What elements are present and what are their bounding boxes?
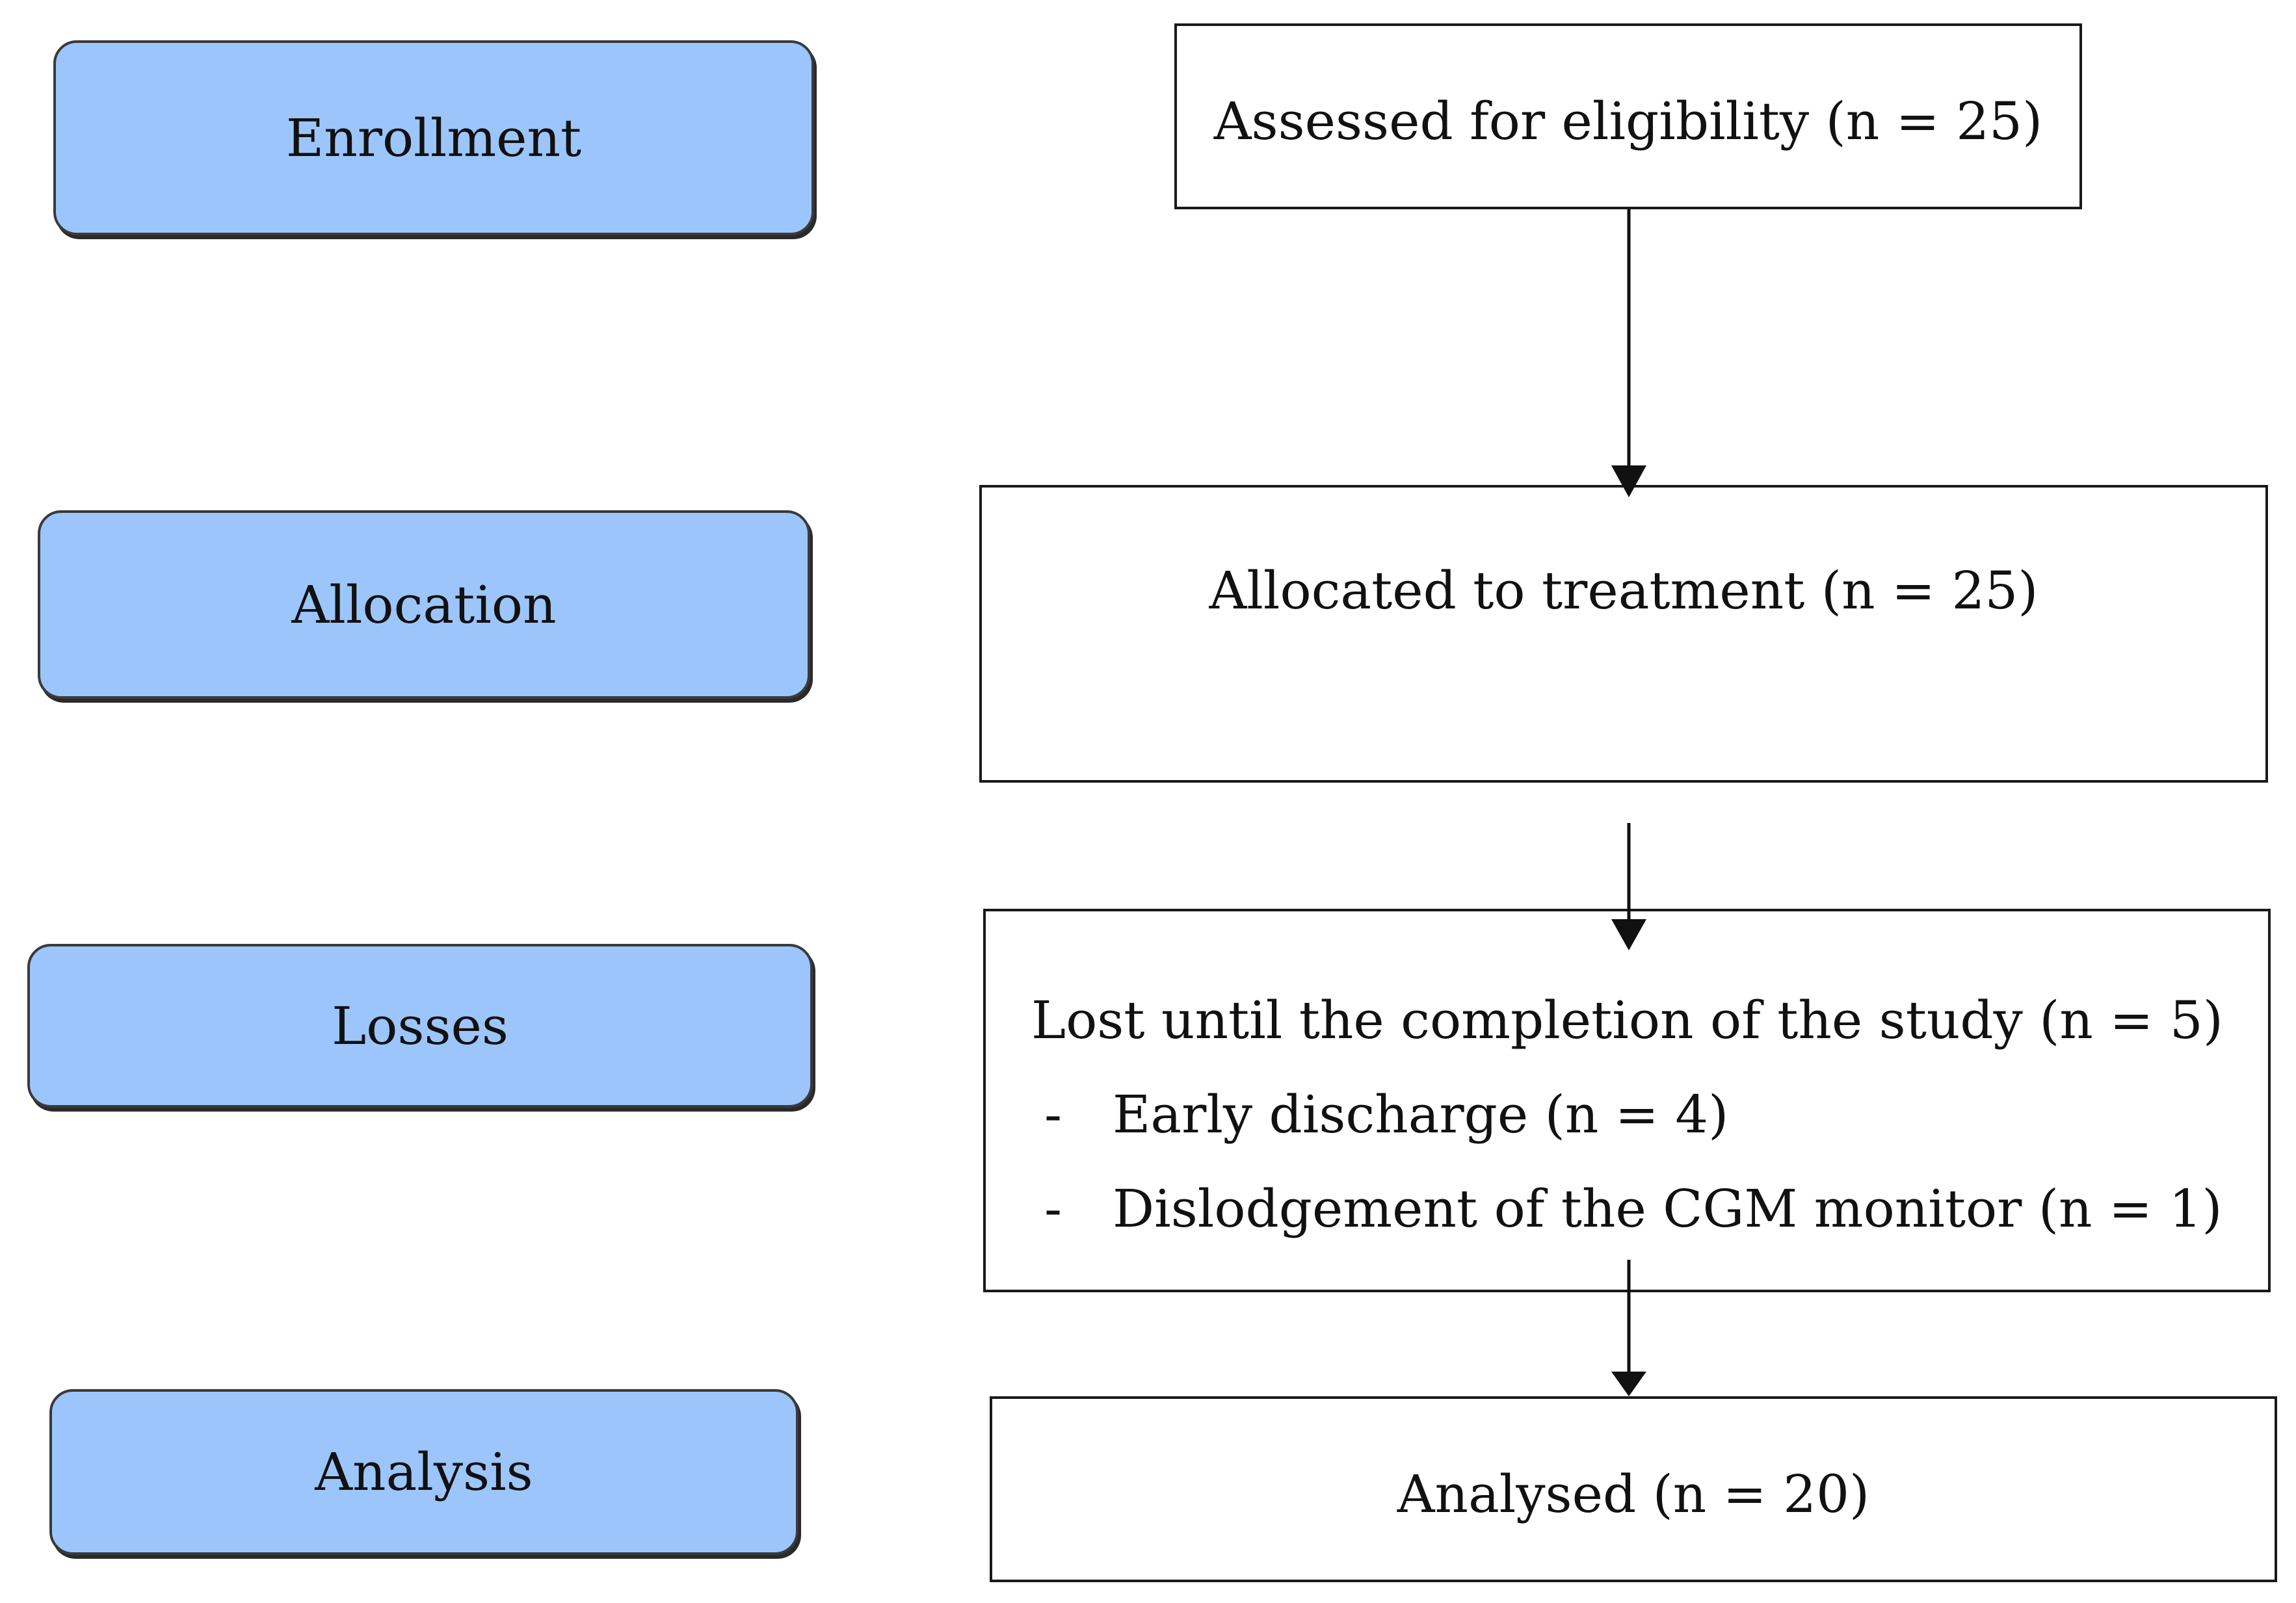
bullet-dash: - [1044,1084,1062,1145]
lost-reason-item: - Early discharge (n = 4) [1031,1067,2223,1162]
allocated-text: Allocated to treatment (n = 25) [1209,560,2039,621]
stage-analysis: Analysis [49,1389,798,1555]
stage-enrollment-label: Enrollment [285,107,582,168]
lost-title: Lost until the completion of the study (… [1031,990,2223,1050]
stage-allocation-label: Allocation [291,574,557,635]
stage-enrollment: Enrollment [53,40,814,235]
lost-reason-text: Dislodgement of the CGM monitor (n = 1) [1113,1179,2223,1239]
assessed-box: Assessed for eligibility (n = 25) [1174,23,2082,209]
lost-reason-text: Early discharge (n = 4) [1113,1084,1729,1145]
stage-losses: Losses [27,944,813,1108]
stage-losses-label: Losses [332,995,508,1056]
assessed-text: Assessed for eligibility (n = 25) [1213,91,2043,151]
analysed-box: Analysed (n = 20) [990,1396,2277,1582]
allocated-box: Allocated to treatment (n = 25) [979,485,2268,783]
analysed-text: Analysed (n = 20) [1397,1464,1870,1524]
lost-content: Lost until the completion of the study (… [1031,973,2223,1256]
stage-allocation: Allocation [38,510,810,699]
bullet-dash: - [1044,1179,1062,1239]
arrowhead-icon [1611,1372,1646,1396]
lost-box: Lost until the completion of the study (… [983,909,2271,1292]
stage-analysis-label: Analysis [315,1442,533,1502]
lost-reason-item: - Dislodgement of the CGM monitor (n = 1… [1031,1162,2223,1256]
